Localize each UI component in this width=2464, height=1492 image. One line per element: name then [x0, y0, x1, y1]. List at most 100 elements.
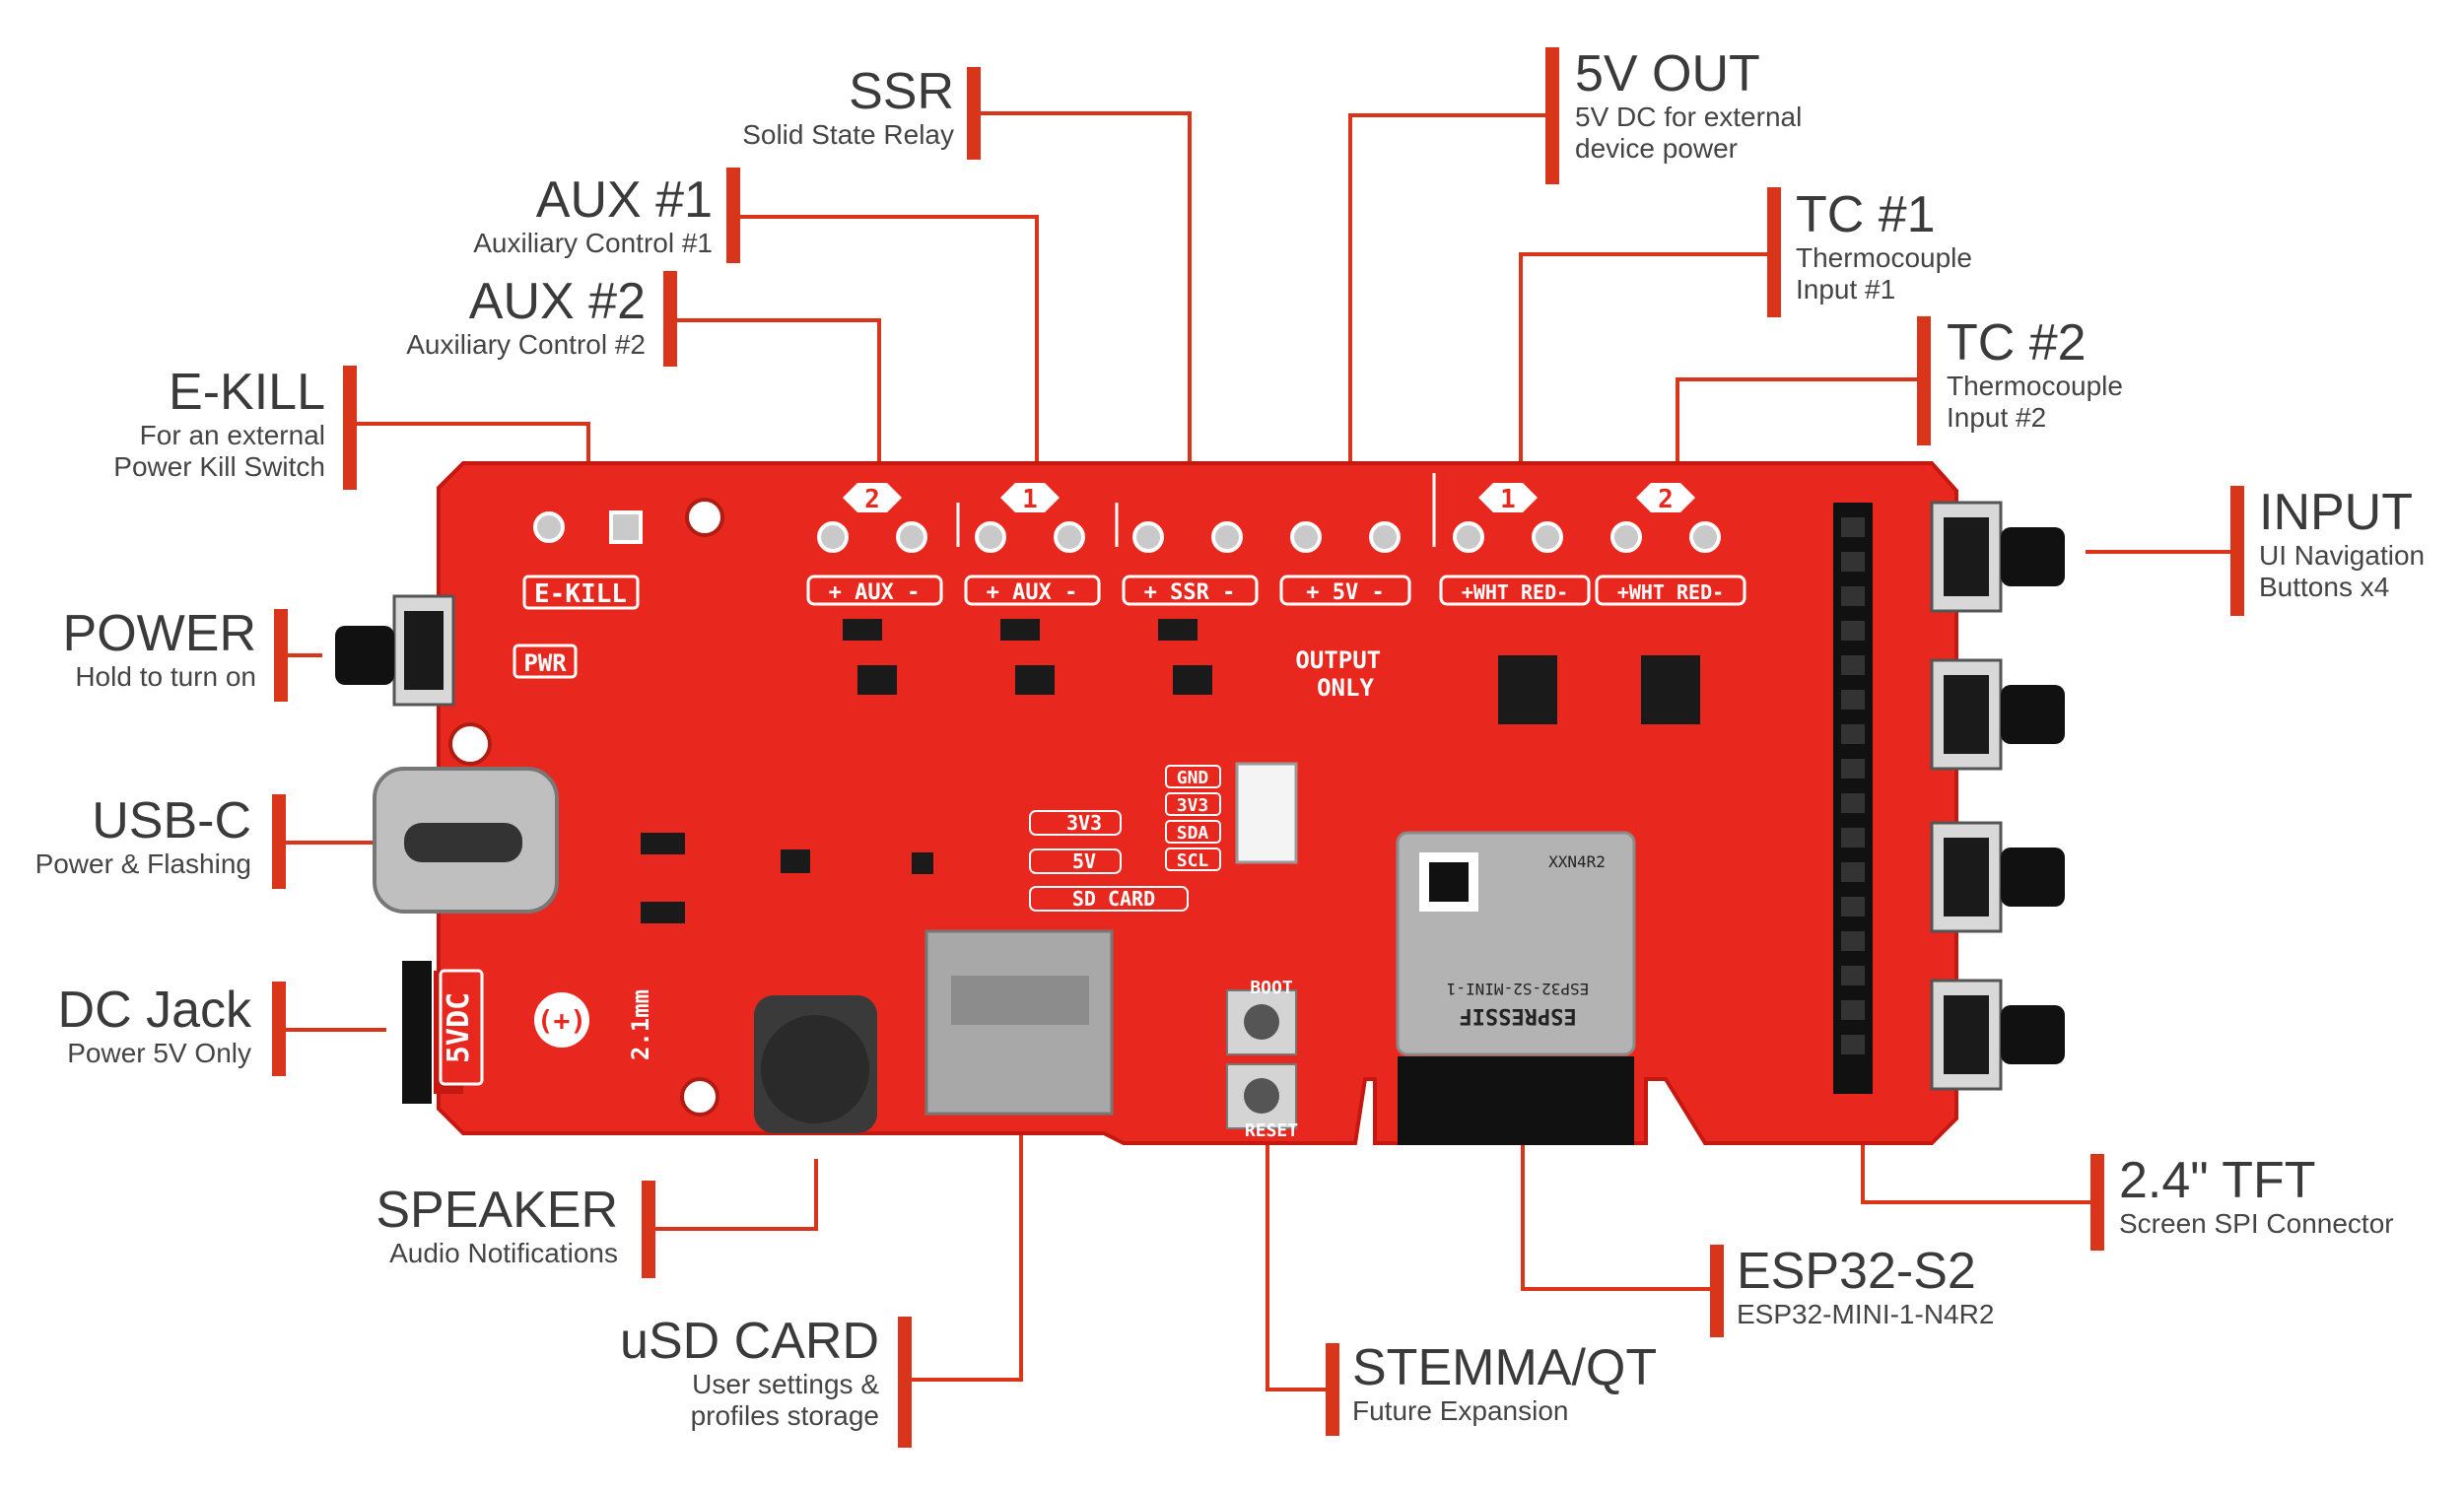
callout-stemma: STEMMA/QT Future Expansion [1352, 1340, 2141, 1427]
mounting-holes [448, 498, 724, 1117]
usbc-title: USB-C [92, 792, 251, 849]
gnd-silk: GND [1177, 768, 1209, 788]
tc1-term: +WHT RED- [1462, 580, 1568, 604]
speaker [754, 995, 877, 1133]
stemma-connector [1235, 762, 1298, 864]
usd-sub: User settings & profiles storage [690, 1369, 879, 1431]
callout-usbc: USB-C Power & Flashing [0, 793, 251, 880]
callout-input: INPUT UI Navigation Buttons x4 [2259, 485, 2456, 603]
callout-ekill: E-KILL For an external Power Kill Switch [0, 365, 325, 483]
dcjack-title: DC Jack [57, 982, 251, 1039]
speaker-sub: Audio Notifications [389, 1238, 618, 1268]
module-brand: ESPRESSIF [1459, 1003, 1576, 1028]
tc2-title: TC #2 [1947, 314, 2087, 372]
boot-silk: BOOT [1250, 978, 1293, 998]
esp32-module [1396, 831, 1636, 1145]
tft-header [1833, 503, 1873, 1094]
speaker-title: SPEAKER [376, 1182, 618, 1239]
usd-title: uSD CARD [620, 1313, 879, 1370]
ssr-leader [980, 111, 1192, 465]
callout-power: POWER Hold to turn on [0, 606, 256, 693]
module-model: ESP32-S2-MINI-1 [1447, 980, 1590, 998]
ssr-term: + SSR - [1144, 580, 1236, 605]
aux1-sub: Auxiliary Control #1 [473, 228, 713, 258]
callout-aux1: AUX #1 Auxiliary Control #1 [0, 172, 713, 259]
usbc-sub: Power & Flashing [34, 848, 251, 879]
power-button [335, 594, 455, 707]
aux1-title: AUX #1 [535, 171, 713, 229]
out5v-leader [1348, 113, 1546, 465]
aux2-leader [676, 318, 881, 465]
ekill-leader [356, 422, 590, 465]
callout-out5v: 5V OUT 5V DC for external device power [1575, 46, 2363, 165]
callout-tc1: TC #1 Thermocouple Input #1 [1796, 187, 2464, 305]
aux2-num: 2 [864, 485, 880, 514]
stemma-sub: Future Expansion [1352, 1395, 1569, 1426]
power-sub: Hold to turn on [75, 661, 256, 692]
v33-silk: 3V3 [1177, 795, 1209, 816]
speaker-leader [654, 1159, 818, 1231]
terminal-dividers [956, 473, 1436, 547]
pwr-silk: PWR [523, 649, 567, 677]
sda-silk: SDA [1177, 823, 1209, 844]
reset-silk: RESET [1245, 1120, 1298, 1141]
output-only-silk: OUTPUT ONLY [1295, 646, 1395, 702]
tft-sub: Screen SPI Connector [2119, 1208, 2394, 1239]
terminal-pads [817, 521, 1721, 553]
stemma-title: STEMMA/QT [1352, 1339, 1658, 1396]
dcjack-sub: Power 5V Only [67, 1038, 251, 1068]
scl-silk: SCL [1177, 850, 1209, 871]
tc2-term: +WHT RED- [1617, 580, 1724, 604]
ssr-sub: Solid State Relay [742, 119, 954, 150]
stemma-leader [1266, 1092, 1327, 1391]
tc1-leader [1519, 252, 1768, 465]
number-badges: 2 1 1 2 [843, 483, 1695, 514]
output-only-line1: OUTPUT [1295, 646, 1381, 674]
ekill-pads [533, 510, 643, 544]
mm-silk: 2.1mm [627, 989, 654, 1060]
vdc-silk: 5VDC [442, 992, 476, 1063]
aux1-num: 1 [1022, 485, 1038, 514]
callout-aux2: AUX #2 Auxiliary Control #2 [0, 274, 646, 361]
aux2-term: + AUX - [829, 580, 921, 605]
esp32-leader [1521, 1141, 1711, 1291]
usb-c-port [373, 767, 559, 914]
aux2-sub: Auxiliary Control #2 [406, 329, 646, 360]
aux2-title: AUX #2 [468, 273, 646, 330]
microsd-slot [924, 929, 1114, 1116]
tc2-leader [1676, 377, 1918, 465]
ekill-silk-box [522, 575, 640, 610]
aux1-term: + AUX - [987, 580, 1078, 605]
leader-lines [272, 47, 2244, 1448]
module-variant: XXN4R2 [1548, 852, 1606, 871]
callout-ssr: SSR Solid State Relay [166, 64, 954, 151]
callout-speaker: SPEAKER Audio Notifications [0, 1183, 618, 1269]
callout-usd: uSD CARD User settings & profiles storag… [91, 1314, 879, 1432]
out5v-title: 5V OUT [1575, 45, 1760, 102]
boot-reset-buttons [1226, 989, 1297, 1129]
tft-leader [1861, 1141, 2091, 1204]
power-title: POWER [62, 605, 256, 662]
led-sd-silk: SD CARD [1072, 887, 1155, 911]
out-term: + 5V - [1306, 580, 1384, 605]
terminal-label-boxes [806, 575, 1746, 606]
ssr-title: SSR [849, 63, 954, 120]
led-label-boxes [1029, 810, 1189, 912]
tc1-title: TC #1 [1796, 186, 1936, 243]
input-buttons [1930, 501, 2065, 1091]
input-title: INPUT [2259, 484, 2413, 541]
tc2-num: 2 [1658, 485, 1674, 514]
input-sub: UI Navigation Buttons x4 [2259, 540, 2426, 602]
tc1-sub: Thermocouple Input #1 [1796, 242, 1972, 305]
callout-dcjack: DC Jack Power 5V Only [0, 983, 251, 1069]
tc2-sub: Thermocouple Input #2 [1947, 371, 2123, 433]
ekill-silk: E-KILL [534, 579, 627, 609]
small-components [641, 619, 1700, 923]
callout-tft: 2.4" TFT Screen SPI Connector [2119, 1153, 2464, 1240]
polarity-silk: (+) [537, 1004, 587, 1037]
usd-leader [911, 1131, 1023, 1382]
esp32-sub: ESP32-MINI-1-N4R2 [1737, 1299, 1995, 1329]
led-5v-silk: 5V [1072, 849, 1096, 873]
